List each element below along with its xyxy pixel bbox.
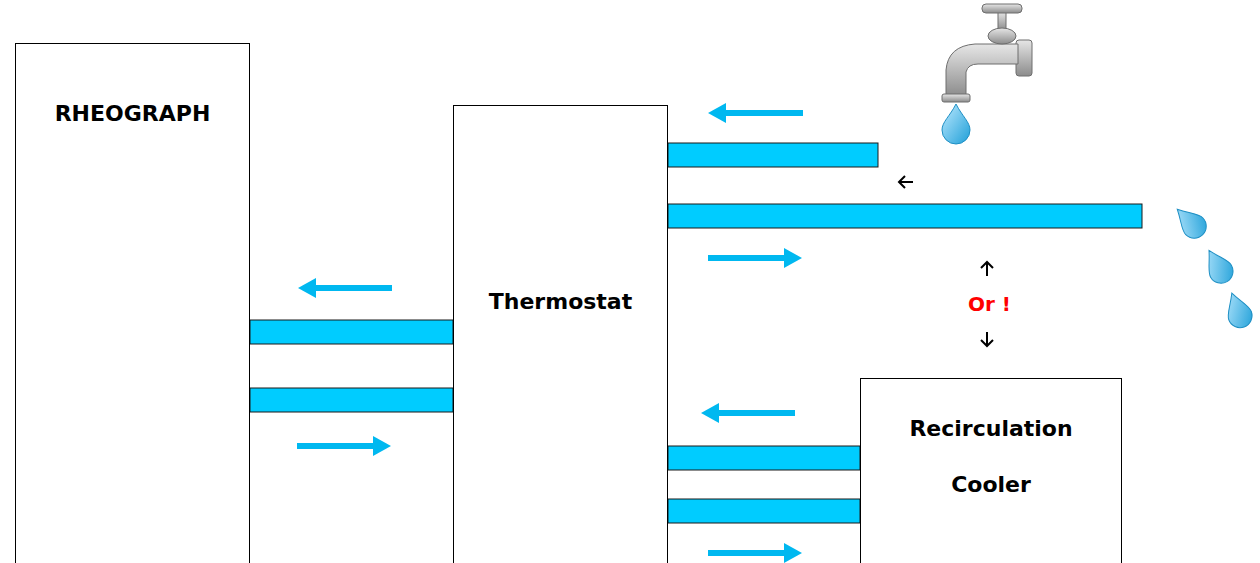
coolant-pipe [250,278,453,344]
coolant-pipe [668,403,860,470]
thermostat-box: Thermostat [453,105,668,563]
coolant-pipe [250,388,453,456]
outlet-pipe [668,204,1142,228]
cooler-box: Recirculation Cooler [860,378,1122,563]
tap-icon [942,4,1032,102]
direction-arrow [899,176,993,346]
water-drop [942,104,970,144]
node-title: RHEOGRAPH [33,100,233,128]
inlet-pipe [668,143,878,167]
coolant-pipe [668,499,860,563]
flow-arrow [708,103,803,268]
node-title: Recirculation Cooler [904,401,1079,513]
instrument-box: RHEOGRAPH [15,43,250,563]
water-drops [1169,201,1256,331]
note-label: Or ! [966,292,1013,316]
node-title: Thermostat [466,288,656,316]
